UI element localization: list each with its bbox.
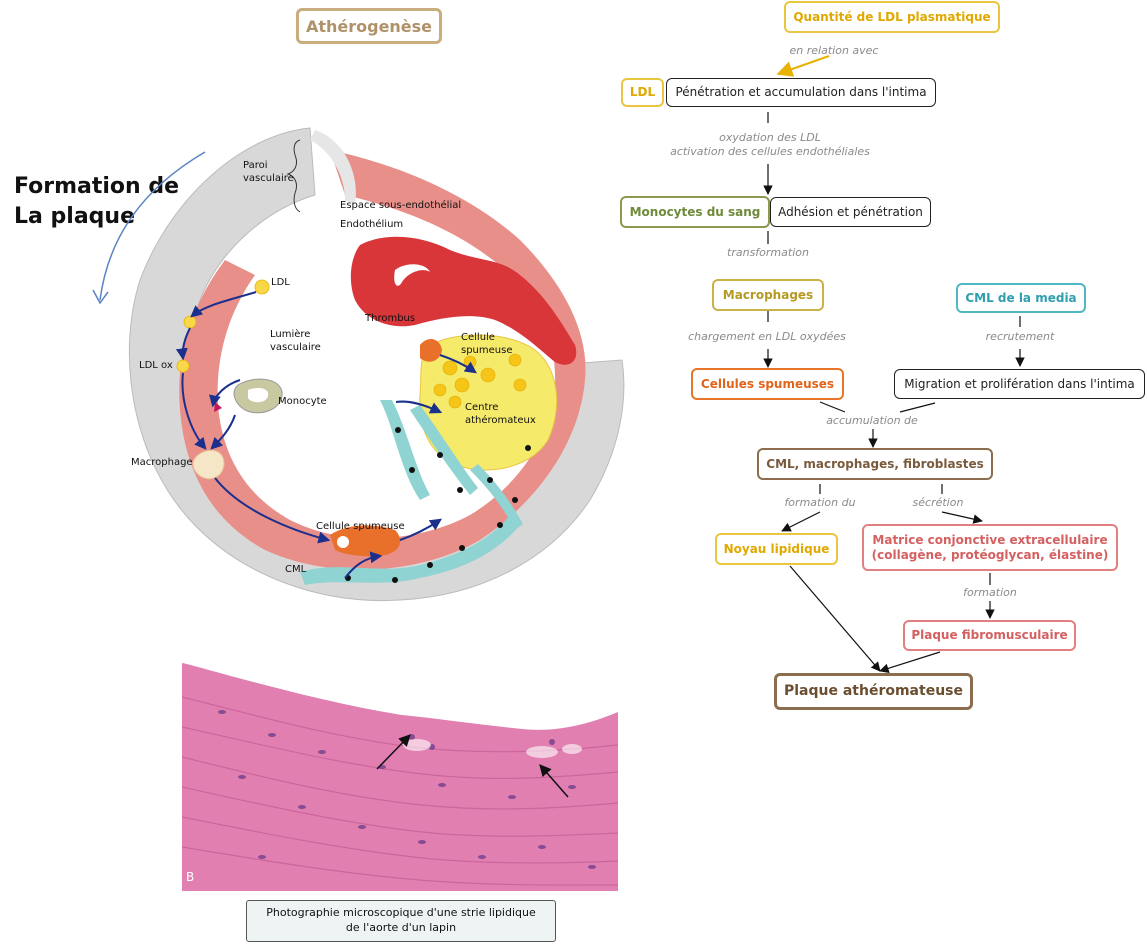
edge-label-recrutement: recrutement <box>985 330 1055 343</box>
label-monocyte: Monocyte <box>278 396 327 407</box>
label-cellule-spumeuse-bottom: Cellule spumeuse <box>316 521 405 532</box>
label-centre-line2: athéromateux <box>465 414 536 426</box>
edge-label-secretion: sécrétion <box>912 496 964 509</box>
label-lumiere-vasculaire: Lumière vasculaire <box>270 329 321 354</box>
edge-label-accumulation: accumulation de <box>826 414 918 427</box>
photo-arrow-2 <box>539 764 569 798</box>
label-thrombus: Thrombus <box>365 313 416 324</box>
label-macrophage: Macrophage <box>131 457 193 468</box>
node-cellules-spumeuses: Cellules spumeuses <box>691 368 844 400</box>
formation-heading: Formation de La plaque <box>14 172 179 231</box>
foam-cell-top <box>420 338 442 362</box>
formation-line-1: Formation de <box>14 174 180 199</box>
label-ldl-ox: LDL ox <box>139 360 173 371</box>
label-paroi-line1: Paroi <box>243 160 268 171</box>
node-macrophages: Macrophages <box>712 279 824 311</box>
label-cml: CML <box>285 564 307 575</box>
node-adhesion: Adhésion et pénétration <box>770 197 931 227</box>
label-ldl: LDL <box>271 277 290 288</box>
node-ldl: LDL <box>621 78 664 107</box>
edge-label-activation-line: activation des cellules endothéliales <box>670 145 870 159</box>
edge-label-transformation: transformation <box>727 246 809 259</box>
label-espace-sous-endothelial: Espace sous-endothélial <box>340 200 462 211</box>
photo-arrow-1 <box>376 734 411 770</box>
caption-line-1: Photographie microscopique d'une strie l… <box>266 906 536 920</box>
edge-label-chargement: chargement en LDL oxydées <box>688 330 846 343</box>
node-cml-media: CML de la media <box>956 283 1086 313</box>
label-cellule-line2: spumeuse <box>461 344 513 356</box>
caption-line-2: de l'aorte d'un lapin <box>345 921 457 934</box>
label-cellule-spumeuse-top: Cellule spumeuse <box>461 332 513 357</box>
edge-label-formation: formation <box>963 586 1017 599</box>
photo-panel-letter: B <box>186 870 195 884</box>
edge-label-formation-du: formation du <box>784 496 856 509</box>
node-matrice: Matrice conjonctive extracellulaire (col… <box>862 524 1118 571</box>
label-paroi-vasculaire: Paroi vasculaire <box>243 160 294 185</box>
label-centre-line1: Centre <box>465 402 499 413</box>
node-migration: Migration et prolifération dans l'intima <box>894 369 1145 399</box>
ldl-particle <box>254 279 270 295</box>
node-matrice-line2: (collagène, protéoglycan, élastine) <box>871 547 1109 562</box>
label-lumiere-line1: Lumière <box>270 329 311 340</box>
label-paroi-line2: vasculaire <box>243 172 294 184</box>
intima-layer <box>179 150 586 570</box>
edge-label-oxydation: oxydation des LDL activation des cellule… <box>640 131 900 160</box>
edge-label-en-relation: en relation avec <box>789 44 879 57</box>
node-penetration: Pénétration et accumulation dans l'intim… <box>666 78 936 107</box>
node-cml-macrophages-fibroblastes: CML, macrophages, fibroblastes <box>757 448 993 480</box>
node-noyau-lipidique: Noyau lipidique <box>715 533 838 565</box>
label-cellule-line1: Cellule <box>461 332 495 343</box>
node-plaque-fibromusculaire: Plaque fibromusculaire <box>903 620 1076 651</box>
microscopic-photo <box>182 657 618 891</box>
label-endothelium: Endothélium <box>340 219 404 230</box>
label-lumiere-line2: vasculaire <box>270 341 321 353</box>
node-quantite-ldl: Quantité de LDL plasmatique <box>784 1 1000 33</box>
node-plaque-atheromateuse: Plaque athéromateuse <box>774 673 973 710</box>
formation-line-2: La plaque <box>14 203 135 229</box>
photo-caption: Photographie microscopique d'une strie l… <box>246 900 556 942</box>
monocyte-cell <box>233 378 283 414</box>
node-matrice-line1: Matrice conjonctive extracellulaire <box>872 532 1108 547</box>
label-centre-atheromateux: Centre athéromateux <box>465 402 536 427</box>
diagram-title: Athérogenèse <box>296 8 442 44</box>
edge-label-oxydation-line: oxydation des LDL <box>719 131 821 144</box>
macrophage-cell <box>192 449 225 480</box>
node-monocytes: Monocytes du sang <box>620 196 770 228</box>
